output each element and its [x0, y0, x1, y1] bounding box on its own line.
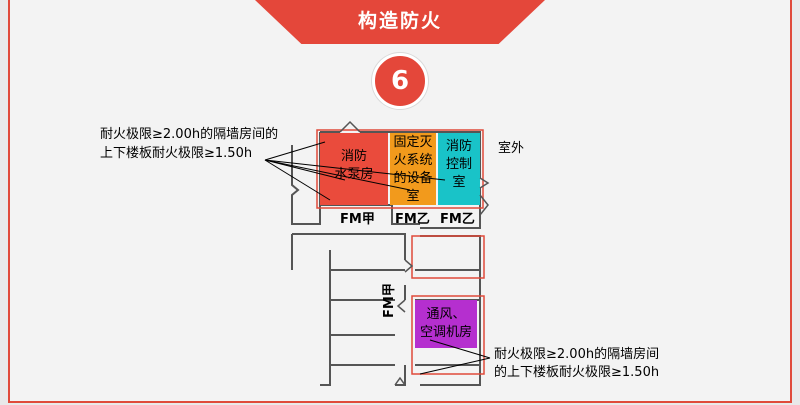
outside-label: 室外	[498, 141, 525, 156]
door-label-fm-yi-2: FM乙	[440, 212, 475, 227]
door-symbols	[339, 120, 490, 386]
annotation-bottom-line2: 的上下楼板耐火极限≥1.50h	[494, 365, 660, 380]
hvac-room	[415, 300, 477, 348]
fire-rated-outlines	[316, 129, 485, 375]
hvac-room-label: 通风、 空调机房	[419, 307, 472, 340]
door-label-fm-jia-1: FM甲	[340, 212, 375, 227]
annotation-top-line2: 上下楼板耐火极限≥1.50h	[100, 146, 253, 161]
page-title: 构造防火	[357, 10, 442, 32]
fixed-extinguishing-room	[390, 133, 436, 205]
fixed-room-label: 固定灭 火系统 的设备 室	[393, 135, 433, 204]
annotation-top-line1: 耐火极限≥2.00h的隔墙房间的	[100, 127, 279, 142]
title-banner	[255, 0, 545, 44]
leader-lines	[264, 141, 491, 375]
pump-room-label: 消防 水泵房	[334, 149, 374, 182]
annotation-bottom-line1: 耐火极限≥2.00h的隔墙房间	[494, 347, 660, 362]
section-number-badge: 6	[372, 53, 428, 109]
fire-pump-room	[320, 133, 388, 205]
door-label-fm-yi-1: FM乙	[395, 212, 430, 227]
fire-control-room	[438, 133, 480, 205]
door-label-fm-jia-2: FM甲	[382, 283, 397, 318]
control-room-label: 消防 控制 室	[445, 139, 472, 190]
